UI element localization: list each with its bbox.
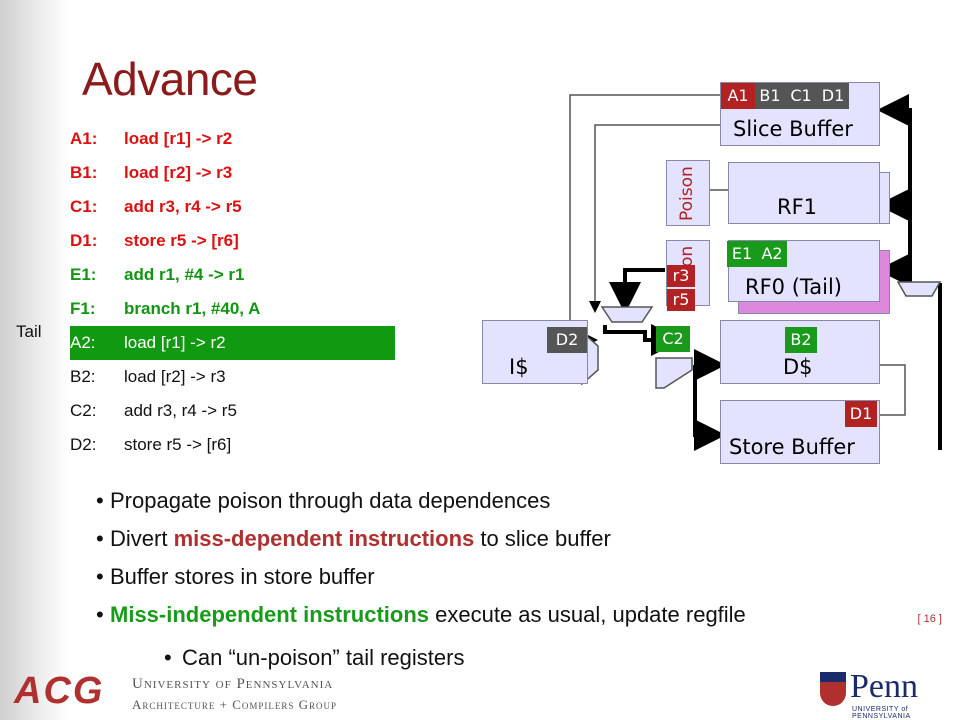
acg-logo: ACG — [14, 670, 105, 712]
code-line-text: load [r1] -> r2 — [124, 129, 233, 148]
code-line-label: C2: — [70, 401, 97, 420]
sub-bullet-dot: • — [164, 645, 172, 670]
mux-upper — [600, 306, 654, 323]
rf1-label: RF1 — [777, 195, 818, 219]
page-number: [ 16 ] — [917, 613, 942, 625]
slice-buffer: A1 B1 C1 D1 Slice Buffer — [720, 82, 880, 146]
rf0-poison-label: on — [677, 245, 697, 267]
rf0-label: RF0 (Tail) — [745, 275, 842, 299]
code-line: D2: store r5 -> [r6] — [70, 428, 395, 462]
rf0-reg-r3: r3 — [667, 265, 695, 287]
mux-right — [896, 281, 942, 297]
icache: D2 I$ — [482, 320, 588, 384]
code-line: D1: store r5 -> [r6] — [70, 224, 395, 258]
bullet-item: •Propagate poison through data dependenc… — [96, 488, 551, 514]
penn-subtitle: UNIVERSITY of PENNSYLVANIA — [852, 706, 911, 720]
code-line: B1: load [r2] -> r3 — [70, 156, 395, 190]
slice-tag-a1: A1 — [721, 83, 755, 109]
sub-bullet: • Can “un-poison” tail registers — [164, 645, 465, 671]
rf0-tag-a2: A2 — [757, 241, 787, 267]
code-line: F1: branch r1, #40, A — [70, 292, 395, 326]
code-line-label: B2: — [70, 367, 96, 386]
penn-shield-top — [820, 672, 846, 682]
rf1: RF1 — [728, 162, 880, 224]
bullet-text: execute as usual, update regfile — [429, 602, 746, 627]
code-line-label: D2: — [70, 435, 97, 454]
dcache-label: D$ — [783, 355, 813, 379]
dcache: B2 D$ — [720, 320, 880, 384]
left-gradient-band — [0, 0, 70, 720]
group-name: Architecture + Compilers Group — [132, 697, 338, 712]
bullet-text: to slice buffer — [474, 526, 611, 551]
slice-buffer-label: Slice Buffer — [733, 117, 853, 141]
slice-tag-d1: D1 — [817, 83, 849, 109]
univ-name: University of Pennsylvania — [132, 676, 334, 692]
code-line-text: add r3, r4 -> r5 — [124, 401, 237, 420]
code-line-text: load [r2] -> r3 — [124, 163, 233, 182]
code-line: A1: load [r1] -> r2 — [70, 122, 395, 156]
code-line-label: A2: — [70, 333, 96, 352]
pipe-tag-c2: C2 — [656, 326, 690, 352]
code-line-text: load [r2] -> r3 — [124, 367, 226, 386]
rf1-poison-bits: Poison — [666, 160, 710, 226]
penn-wordmark: Penn — [850, 668, 918, 705]
rf1-poison-label: Poison — [677, 166, 697, 221]
bullet-dot: • — [96, 488, 104, 513]
icache-tag-d2: D2 — [547, 327, 587, 353]
code-line: B2: load [r2] -> r3 — [70, 360, 395, 394]
rf0-tag-e1: E1 — [727, 241, 757, 267]
code-line-text: add r1, #4 -> r1 — [124, 265, 245, 284]
slice-tag-c1: C1 — [785, 83, 817, 109]
code-line-label: F1: — [70, 299, 96, 318]
bullet-text: Buffer stores in store buffer — [110, 564, 375, 589]
slice-tag-b1: B1 — [755, 83, 785, 109]
code-line-text: branch r1, #40, A — [124, 299, 261, 318]
rf0: E1 A2 RF0 (Tail) — [727, 240, 880, 302]
bullet-text: Miss-independent instructions — [110, 602, 430, 627]
rf0-poison-bits: on r3 r5 — [666, 240, 710, 311]
bullet-text: miss-dependent instructions — [173, 526, 475, 551]
bullet-dot: • — [96, 602, 104, 627]
bullet-text: Propagate poison through data dependence… — [110, 488, 551, 513]
slide-title: Advance — [82, 53, 258, 105]
bullet-item: •Divert miss-dependent instructions to s… — [96, 526, 611, 552]
store-buffer-label: Store Buffer — [729, 435, 855, 459]
code-line-text: load [r1] -> r2 — [124, 333, 226, 352]
code-line: A2: load [r1] -> r2 — [70, 326, 395, 360]
code-line-label: C1: — [70, 197, 98, 216]
icache-label: I$ — [509, 355, 529, 379]
store-buffer: D1 Store Buffer — [720, 400, 880, 464]
code-line-text: store r5 -> [r6] — [124, 231, 239, 250]
sub-bullet-text: Can “un-poison” tail registers — [182, 645, 465, 670]
bullet-text: Divert — [110, 526, 174, 551]
code-line: C2: add r3, r4 -> r5 — [70, 394, 395, 428]
store-tag-d1: D1 — [845, 401, 877, 427]
bullet-dot: • — [96, 564, 104, 589]
code-line-label: E1: — [70, 265, 97, 284]
dcache-tag-b2: B2 — [785, 327, 817, 353]
bullet-item: •Miss-independent instructions execute a… — [96, 602, 746, 628]
rf0-reg-r5: r5 — [667, 289, 695, 311]
code-line-text: add r3, r4 -> r5 — [124, 197, 242, 216]
tail-label: Tail — [16, 322, 42, 341]
bullet-item: •Buffer stores in store buffer — [96, 564, 375, 590]
pipeline-latch — [655, 357, 693, 389]
code-line: C1: add r3, r4 -> r5 — [70, 190, 395, 224]
code-line-label: A1: — [70, 129, 98, 148]
pipeline-diagram — [569, 94, 942, 451]
penn-shield-icon — [820, 672, 846, 706]
bullet-dot: • — [96, 526, 104, 551]
code-line-label: D1: — [70, 231, 98, 250]
code-line-text: store r5 -> [r6] — [124, 435, 232, 454]
code-line-label: B1: — [70, 163, 98, 182]
code-line: E1: add r1, #4 -> r1 — [70, 258, 395, 292]
